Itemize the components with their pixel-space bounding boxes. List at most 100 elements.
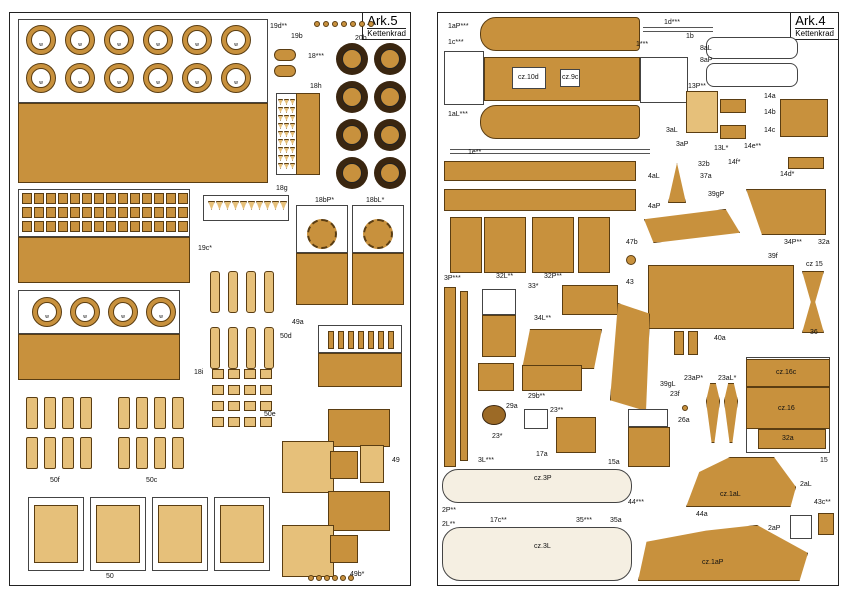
track-pad (244, 401, 256, 411)
label-19b: 19b (291, 33, 303, 40)
small-disc (323, 21, 329, 27)
wheel-mark: w (117, 42, 121, 48)
wheel-mark: w (39, 42, 43, 48)
sheet-ark5: Ark.5 Kettenkrad 19d** 19b 18*** 20b 18h… (9, 12, 411, 586)
small-disc (348, 575, 354, 581)
part-3P (444, 287, 456, 467)
part-8aL (706, 37, 798, 59)
tab (70, 221, 80, 232)
drive-wheel (374, 81, 406, 113)
track-link (172, 437, 184, 469)
part-18i (18, 334, 180, 380)
part-26a (682, 405, 688, 411)
label-18bL: 18bL* (366, 197, 385, 204)
label-15: 15 (820, 457, 828, 464)
part-39f (648, 265, 794, 329)
drive-wheel (336, 43, 368, 75)
small-disc (368, 21, 374, 27)
small-disc (359, 21, 365, 27)
label-14f: 14f* (728, 159, 741, 166)
part-39gL (610, 303, 650, 411)
tab (118, 207, 128, 218)
label-33: 33* (528, 283, 539, 290)
label-13L: 13L* (714, 145, 729, 152)
part-29b-strip (522, 365, 582, 391)
label-3aL: 3aL (666, 127, 678, 134)
label-cz3L: cz.3L (534, 543, 551, 550)
track-segment (96, 505, 140, 563)
label-cz1aL: cz.1aL (720, 491, 741, 498)
road-wheel: w (104, 63, 134, 93)
road-wheel: w (143, 63, 173, 93)
wheel-mark: w (117, 80, 121, 86)
label-3aP: 3aP (676, 141, 689, 148)
label-18g: 18g (276, 185, 288, 192)
label-cz10d: cz.10d (518, 74, 539, 81)
track-link (172, 397, 184, 429)
road-wheel: w (26, 25, 56, 55)
track-pad (228, 369, 240, 379)
track-link (210, 271, 220, 313)
part-14a (780, 99, 828, 137)
road-wheel: w (182, 25, 212, 55)
part-32a-box (758, 429, 826, 449)
track-segment (220, 505, 264, 563)
part-19c (18, 237, 190, 283)
label-49: 49 (392, 457, 400, 464)
road-wheel: w (26, 63, 56, 93)
track-pad (228, 417, 240, 427)
tab (142, 207, 152, 218)
part-17a (556, 417, 596, 453)
part-43c-frame (790, 515, 812, 539)
label-2P: 2P** (442, 507, 457, 514)
part-15a-frame (628, 409, 668, 427)
track-link (80, 437, 92, 469)
tab (82, 193, 92, 204)
track-pad (244, 417, 256, 427)
tab (46, 193, 56, 204)
label-18i: 18i (194, 369, 204, 376)
part-34P (746, 189, 826, 235)
label-cz16c: cz.16c (776, 369, 797, 376)
tab (178, 207, 188, 218)
drive-wheel (336, 119, 368, 151)
track-link (246, 327, 256, 369)
part-cz1aP (638, 525, 808, 581)
small-disc (332, 21, 338, 27)
track-link (228, 327, 238, 369)
track-pad (260, 369, 272, 379)
drive-wheel (336, 157, 368, 189)
wheel-mark: w (159, 314, 163, 320)
comb-tooth (368, 331, 374, 349)
label-2L: 2L** (442, 521, 456, 528)
tab (118, 221, 128, 232)
label-3L: 3L*** (478, 457, 494, 464)
tab (94, 221, 104, 232)
small-disc (314, 21, 320, 27)
window-cz9c (560, 69, 580, 87)
tab (70, 207, 80, 218)
part-43 (562, 285, 618, 315)
road-wheel: w (65, 63, 95, 93)
label-32P: 32P** (544, 273, 562, 280)
label-26a: 26a (678, 417, 690, 424)
comb-tooth (328, 331, 334, 349)
tab (58, 207, 68, 218)
part-33 (482, 315, 516, 357)
drive-wheel (374, 119, 406, 151)
label-18bP: 18bP* (315, 197, 335, 204)
road-wheel: w (70, 297, 100, 327)
label-50: 50 (106, 573, 114, 580)
label-23aL: 23aL* (718, 375, 737, 382)
track-link (118, 437, 130, 469)
label-39gL: 39gL (660, 381, 676, 388)
part-49-left-b (282, 525, 334, 577)
tab (166, 221, 176, 232)
sprocket-18bP (307, 219, 337, 249)
label-14d: 14d* (780, 171, 795, 178)
label-32b: 32b (698, 161, 710, 168)
label-35: 35*** (576, 517, 592, 524)
part-34L (522, 329, 602, 369)
tab (106, 193, 116, 204)
track-link (246, 271, 256, 313)
